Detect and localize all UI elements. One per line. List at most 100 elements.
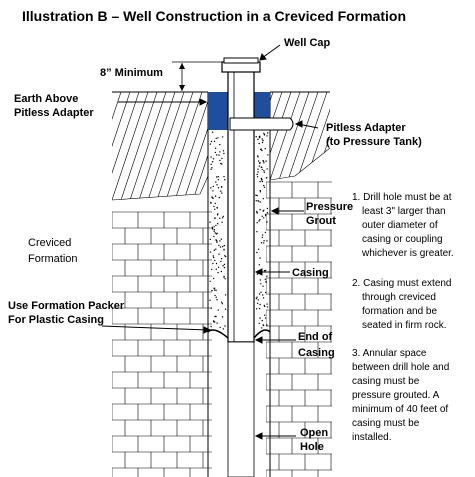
grout-dot: [257, 248, 260, 250]
grout-dot: [209, 299, 211, 301]
grout-dot: [261, 215, 263, 217]
note-2-line: through creviced: [362, 292, 436, 303]
grout-dot: [256, 222, 258, 224]
grout-dot: [263, 305, 266, 308]
grout-dot: [266, 275, 268, 277]
grout-dot: [221, 221, 223, 223]
grout-dot: [259, 201, 261, 203]
grout-dot: [257, 299, 259, 301]
label-open-hole-1: Open: [300, 427, 328, 439]
grout-dot: [257, 160, 260, 162]
hatch-line: [112, 92, 122, 200]
grout-dot: [264, 148, 266, 150]
hatch-line: [183, 92, 208, 200]
grout-dot: [218, 154, 220, 156]
grout-dot: [264, 278, 266, 280]
grout-dot: [261, 149, 263, 152]
grout-dot: [212, 197, 214, 199]
label-pitless-adapter-1: Pitless Adapter: [326, 122, 406, 134]
grout-dot: [210, 201, 212, 204]
grout-dot: [218, 244, 220, 247]
grout-dot: [220, 260, 222, 263]
grout-dot: [260, 242, 263, 244]
grout-dot: [256, 210, 258, 213]
grout-dot: [266, 324, 268, 326]
grout-dot: [266, 221, 268, 223]
note-3-line: casing must be: [352, 418, 420, 429]
grout-dot: [266, 168, 268, 170]
grout-dot: [261, 234, 264, 236]
hatch-line: [147, 92, 185, 200]
hatch-line: [112, 92, 131, 200]
grout-dot: [210, 325, 212, 328]
grout-dot: [215, 137, 217, 140]
earth-rock-boundary-left: [111, 175, 209, 201]
grout-dot: [265, 291, 267, 294]
grout-dot: [215, 289, 217, 291]
grout-dot: [224, 278, 226, 280]
note-3-line: pressure grouted. A: [352, 390, 440, 401]
grout-dot: [255, 200, 257, 202]
grout-dot: [267, 154, 269, 156]
grout-dot: [263, 186, 266, 188]
grout-dot: [262, 139, 264, 142]
grout-dot: [214, 208, 216, 210]
grout-dot: [258, 307, 261, 310]
grout-dot: [262, 294, 264, 296]
grout-dot: [219, 246, 222, 248]
grout-dot: [256, 176, 259, 178]
note-3: 3. Annular space between drill hole and …: [352, 348, 449, 443]
grout-dot: [259, 208, 261, 211]
grout-dot: [220, 270, 222, 273]
grout-dot: [212, 255, 214, 257]
grout-dot: [261, 319, 263, 322]
hatch-line: [292, 92, 328, 200]
grout-dot: [259, 135, 261, 137]
grout-dot: [218, 196, 221, 199]
label-pitless-adapter-2: (to Pressure Tank): [326, 136, 422, 148]
label-earth-above-2: Pitless Adapter: [14, 107, 94, 119]
formation-packer-right: [253, 329, 271, 339]
grout-dot: [212, 185, 215, 188]
grout-dot: [218, 253, 220, 255]
grout-dot: [214, 321, 216, 323]
grout-dot: [256, 308, 258, 310]
pitless-adapter-earth-left: [208, 92, 230, 130]
open-hole: [227, 341, 255, 477]
grout-dot: [215, 296, 217, 298]
grout-dot: [220, 190, 222, 192]
hatch-line: [120, 92, 158, 200]
grout-dot: [220, 186, 223, 188]
grout-dot: [221, 303, 223, 305]
grout-dot: [223, 248, 225, 251]
grout-dot: [221, 157, 223, 160]
grout-dot: [223, 245, 225, 247]
grout-dot: [261, 141, 264, 144]
grout-dot: [214, 217, 216, 219]
grout-dot: [266, 303, 268, 305]
grout-dot: [216, 241, 218, 243]
hatch-line: [278, 92, 310, 180]
grout-dot: [211, 289, 213, 292]
grout-dot: [260, 291, 262, 293]
grout-dot: [261, 168, 263, 171]
grout-dot: [220, 238, 222, 240]
hatch-line: [112, 92, 149, 200]
grout-dot: [209, 221, 211, 223]
hatch-line: [165, 92, 203, 200]
hatch-line: [270, 92, 301, 180]
grout-dot: [266, 212, 269, 214]
grout-dot: [223, 175, 225, 178]
hatch-line: [270, 92, 283, 180]
grout-dot: [259, 189, 261, 192]
label-end-of-casing-1: End of: [298, 331, 333, 343]
grout-dot: [213, 249, 215, 251]
grout-dot: [263, 134, 266, 136]
grout-dot: [221, 316, 224, 318]
grout-dot: [264, 215, 267, 217]
grout-dot: [211, 167, 213, 169]
grout-dot: [259, 303, 261, 306]
label-end-of-casing-2: Casing: [298, 347, 335, 359]
earth-rock-boundary-right: [269, 147, 331, 181]
